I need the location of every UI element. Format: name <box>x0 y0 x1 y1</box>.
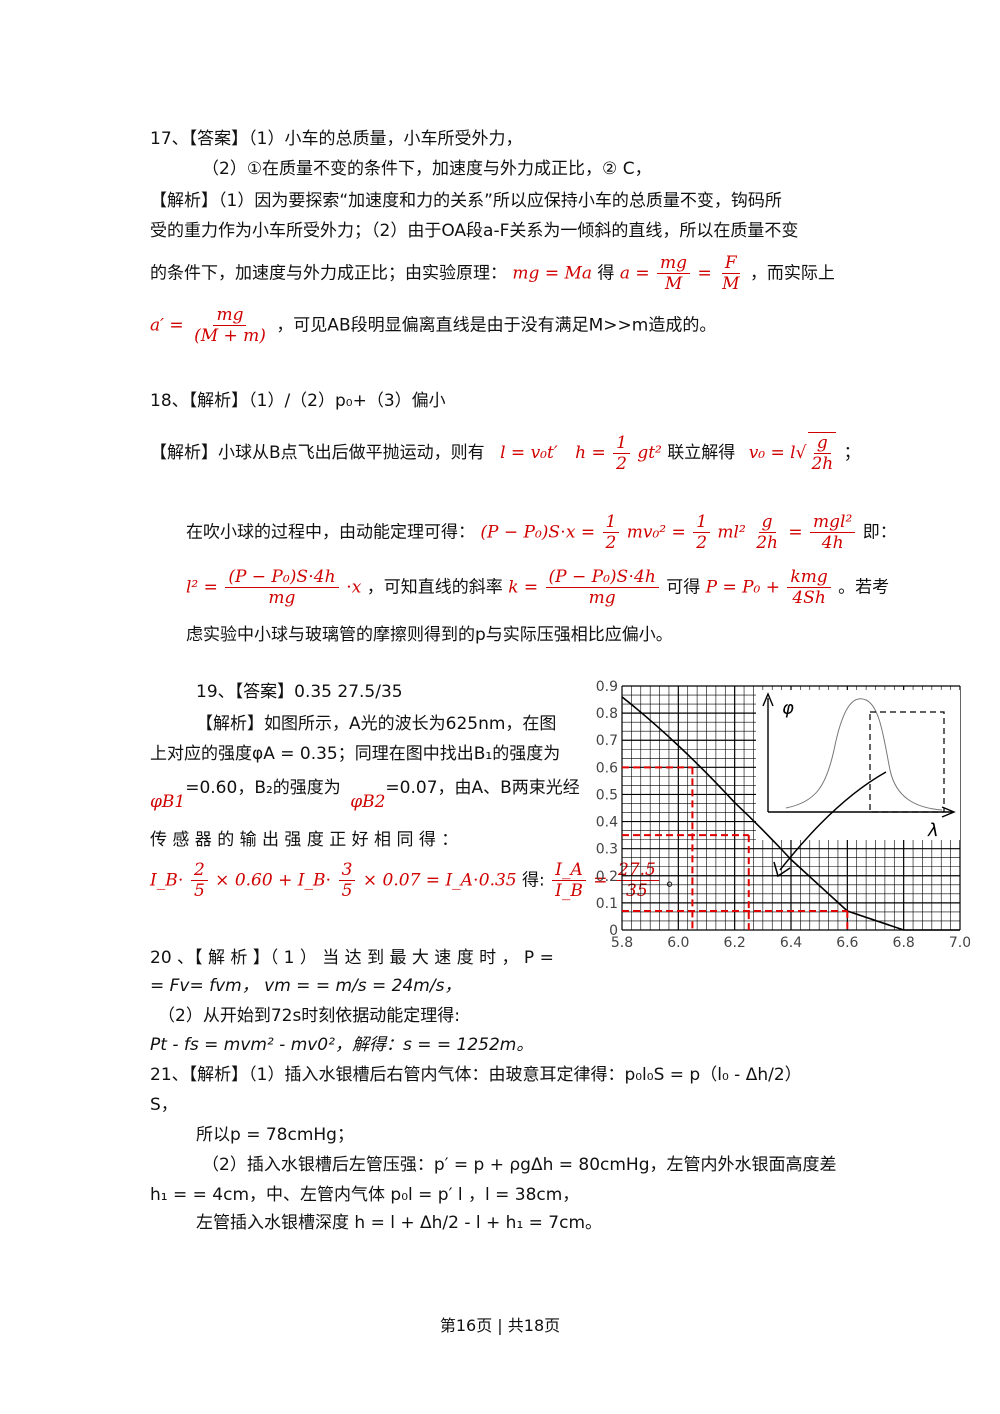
x-tick-label: 6.4 <box>780 935 802 951</box>
inset-x-arrow <box>941 806 956 818</box>
q19-line3: 上对应的强度φA = 0.35；同理在图中找出B₁的强度为 <box>150 744 561 764</box>
y-tick-label: 0.4 <box>596 815 618 831</box>
q21-line3: 所以p = 78cmHg； <box>196 1125 354 1145</box>
y-tick-label: 0.7 <box>596 733 618 749</box>
q21-line1: 21、【解析】（1）插入水银槽后右管内气体：由玻意耳定律得：p₀l₀S = p（… <box>150 1065 802 1085</box>
y-tick-label: 0.1 <box>596 896 618 912</box>
formula-mg-ma: mg = Ma <box>512 263 593 284</box>
y-tick-label: 0.5 <box>596 787 618 803</box>
page-footer: 第16页 | 共18页 <box>439 1316 561 1335</box>
y-tick-label: 0.8 <box>596 706 618 722</box>
y-tick-label: 0 <box>609 923 618 939</box>
q21-line6: 左管插入水银槽深度 h = l + Δh/2 - l + h₁ = 7cm。 <box>196 1213 603 1233</box>
q17-line3: 【解析】（1）因为要探索“加速度和力的关系”所以应保持小车的总质量不变，钩码所 <box>150 191 782 211</box>
q20-line1: 20 、【 解 析 】（ 1 ） 当 达 到 最 大 速 度 时 ， P = <box>150 948 554 968</box>
inset-spectrum-curve <box>785 698 943 811</box>
q17-line6: a′ = mg(M + m) ，可见AB段明显偏离直线是由于没有满足M>>m造成… <box>150 305 717 346</box>
q21-line4: （2）插入水银槽后左管压强：p′ = p + ρgΔh = 80cmHg，左管内… <box>202 1155 837 1175</box>
y-tick-label: 0.2 <box>596 869 618 885</box>
q21-line2: S， <box>150 1095 178 1115</box>
q19-line2: 【解析】如图所示，A光的波长为625nm，在图 <box>196 714 557 734</box>
q18-line5: 虑实验中小球与玻璃管的摩擦则得到的p与实际压强相比应偏小。 <box>186 625 673 645</box>
q21-line5: h₁ = = 4cm，中、左管内气体 p₀l = p′ l ，l = 38cm， <box>150 1185 580 1205</box>
x-tick-label: 5.8 <box>611 935 633 951</box>
q17-line5-text: 的条件下，加速度与外力成正比；由实验原理： <box>150 263 507 284</box>
q19-line4: φB1=0.60，B₂的强度为 φB2=0.07，由A、B两束光经 <box>150 778 580 812</box>
inset-y-label: φ <box>782 698 794 719</box>
q20-line4: Pt - fs = mvm² - mv0²，解得：s = = 1252m。 <box>150 1035 534 1055</box>
intensity-wavelength-chart: 0.9 0.8 0.7 0.6 0.5 0.4 0.3 0.2 0.1 05.8 6.0 6.2 6.4… <box>596 679 970 951</box>
q17-line5-end: ，而实际上 <box>749 263 835 284</box>
intensity-curve <box>621 696 960 931</box>
inset-dashed-box <box>869 711 945 813</box>
inset-y-arrow <box>762 692 774 707</box>
x-tick-label: 6.2 <box>724 935 746 951</box>
fraction-mg-m-plus-m: mg(M + m) <box>194 305 266 346</box>
inset-panel <box>756 690 960 840</box>
x-tick-label: 6.0 <box>667 935 689 951</box>
q20-line2: = Fv= fvm， vm = = m/s = 24m/s， <box>150 976 462 996</box>
pointer-arrow <box>779 771 887 871</box>
q17-line5-de: 得 <box>597 263 615 284</box>
y-tick-label: 0.9 <box>596 679 618 695</box>
q20-line3: （2）从开始到72s时刻依据动能定理得: <box>158 1006 461 1026</box>
q17-line1: 17、【答案】（1）小车的总质量，小车所受外力， <box>150 129 523 149</box>
q19-line1: 19、【答案】0.35 27.5/35 <box>196 682 403 702</box>
pointer-arrowhead <box>773 861 791 878</box>
formula-a: a = <box>619 263 650 284</box>
x-tick-label: 6.8 <box>893 935 915 951</box>
q19-line5: 传 感 器 的 输 出 强 度 正 好 相 同 得 ： <box>150 830 459 850</box>
q18-line1: 18、【解析】（1）/（2）p₀+（3）偏小 <box>150 391 446 411</box>
q17-line2: （2）①在质量不变的条件下，加速度与外力成正比，② C， <box>202 159 652 179</box>
x-tick-label: 7.0 <box>949 935 970 951</box>
x-tick-label: 6.6 <box>836 935 858 951</box>
y-tick-label: 0.3 <box>596 842 618 858</box>
y-tick-label: 0.6 <box>596 760 618 776</box>
q17-line6-text: ，可见AB段明显偏离直线是由于没有满足M>>m造成的。 <box>276 315 717 336</box>
inset-x-label: λ <box>927 820 939 841</box>
q17-line4: 受的重力作为小车所受外力；（2）由于OA段a-F关系为一倾斜的直线，所以在质量不… <box>150 221 799 241</box>
